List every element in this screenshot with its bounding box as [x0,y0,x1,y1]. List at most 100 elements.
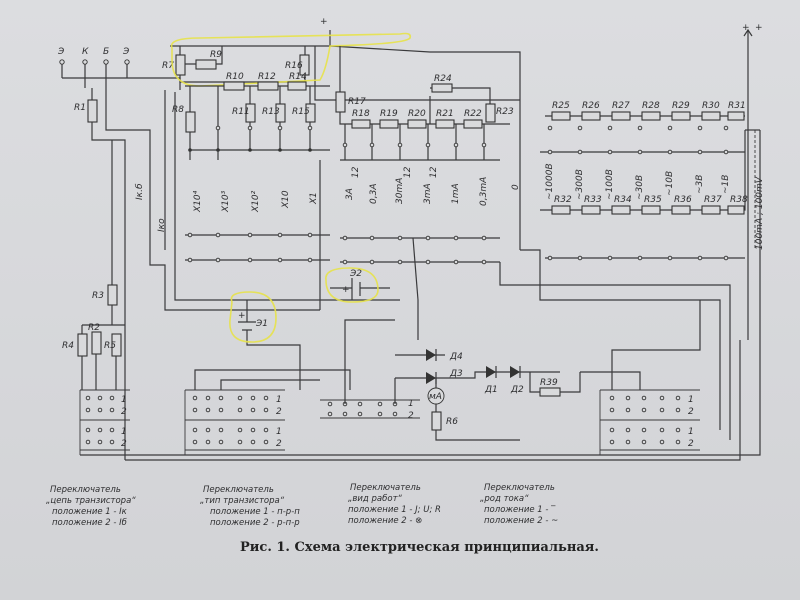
r3-label: R3 [92,291,104,301]
voltage-dividers: R25 R26 R27 R28 R29 R30 R31 ~1000В ~300В… [540,101,765,261]
switch-note-4: Переключатель „род тока“ положение 1 - ‾… [480,483,558,526]
r28-label: R28 [642,101,660,111]
svg-text:1: 1 [688,395,694,405]
shunt-chain: R10 R12 R14 R8 R11 R13 R15 [172,72,330,152]
svg-text:положение 1 - ‾: положение 1 - ‾ [484,505,556,515]
svg-text:1: 1 [276,395,282,405]
battery-e1-label: Э1 [255,319,268,329]
r39-label: R39 [540,378,558,388]
r34-label: R34 [614,195,632,205]
meter-section: Д4 Д3 мА R6 Д1 Д2 R39 [395,300,581,441]
switch-note-1: Переключатель „цепь транзистора“ положен… [46,485,136,528]
top-resistor-group: R7 R9 R16 [162,32,520,101]
r18-label: R18 [352,109,370,119]
range-100ma-100mv: 100mA ; 100mV [755,176,765,250]
figure-caption: Рис. 1. Схема электрическая принципиальн… [240,540,599,555]
r37-label: R37 [704,195,722,205]
range-3ma: 3mA [423,183,433,204]
svg-text:Переключатель: Переключатель [350,483,421,493]
range-1v: ~1В [721,175,731,194]
r27-label: R27 [612,101,630,111]
range-iko: Iко [157,218,167,232]
range-100v: ~100В [605,169,615,200]
svg-text:положение 2 - ~: положение 2 - ~ [484,516,558,526]
range-ikb: Iк.б [135,183,145,200]
r29-label: R29 [672,101,690,111]
r13-label: R13 [262,107,280,117]
svg-text:положение 2 - р-п-р: положение 2 - р-п-р [210,518,300,528]
svg-text:„вид работ“: „вид работ“ [348,494,403,504]
range-10v: ~10В [665,171,675,196]
current-shunts: R17 R18 R19 R20 R21 R22 R24 R23 12 12 12… [335,46,731,440]
range-03ma: 0,3mA [479,177,489,206]
r24-label: R24 [434,74,452,84]
r4-label: R4 [62,341,74,351]
range-x10-4: X10⁴ [193,190,203,213]
r5-label: R5 [104,341,116,351]
battery-e1: Э1 + [229,291,301,390]
svg-text:2: 2 [121,439,127,449]
svg-text:„цепь транзистора“: „цепь транзистора“ [46,496,136,506]
diode-d3-label: Д3 [449,369,463,379]
svg-text:положение 1 - Iк: положение 1 - Iк [52,507,128,517]
svg-text:+: + [238,311,246,321]
svg-text:Переключатель: Переключатель [50,485,121,495]
svg-text:+: + [755,23,763,33]
r17-label: R17 [348,97,366,107]
r8-label: R8 [172,105,184,115]
r7-label: R7 [162,61,174,71]
r16-label: R16 [285,61,303,71]
svg-text:положение 2 - ⊗: положение 2 - ⊗ [348,516,422,526]
r31-label: R31 [728,101,746,111]
svg-text:1: 1 [408,399,414,409]
top-right-terminal: + + [742,23,763,340]
range-x10-3: X10³ [221,190,231,213]
r10-label: R10 [226,72,244,82]
range-1000v: ~1000В [545,163,555,200]
r32-label: R32 [554,195,572,205]
r23-label: R23 [496,107,514,117]
range-30ma: 30mA [395,178,405,204]
svg-text:положение 1 - J; U; R: положение 1 - J; U; R [348,505,441,515]
svg-text:1: 1 [688,427,694,437]
terminal-label-k: К [82,47,89,57]
r30-label: R30 [702,101,720,111]
svg-text:2: 2 [276,439,282,449]
range-x10-2: X10² [251,190,261,213]
svg-text:1: 1 [276,427,282,437]
battery-e2-label: Э2 [349,269,362,279]
r14-label: R14 [289,72,307,82]
range-300v: ~300В [575,169,585,200]
r19-label: R19 [380,109,398,119]
terminal-label-b: Б [103,47,109,57]
r22-label: R22 [464,109,482,119]
top-terminal-label: + [742,23,750,33]
r38-label: R38 [730,195,748,205]
svg-text:2: 2 [688,407,694,417]
r9-label: R9 [210,50,222,60]
main-wiring: + R1 R3 R4 R2 R5 1 2 1 2 [62,17,761,461]
terminal-block: Э К Б Э [57,47,140,92]
range-03a: 0,3А [369,184,379,204]
svg-text:2: 2 [408,411,414,421]
svg-text:„тип транзистора“: „тип транзистора“ [200,496,285,506]
battery-e2: Э2 + [325,267,390,303]
r1-label: R1 [74,103,86,113]
r2-label: R2 [88,323,100,333]
terminal-label-e2: Э [122,47,130,57]
svg-text:+: + [320,17,328,27]
switch-note-2: Переключатель „тип транзистора“ положени… [200,485,300,528]
svg-text:Переключатель: Переключатель [203,485,274,495]
range-12-b: 12 [403,166,413,178]
range-zero: 0 [511,184,521,190]
svg-text:+: + [342,285,350,295]
r12-label: R12 [258,72,276,82]
range-30v: ~30В [635,175,645,200]
svg-text:положение 1 - п-р-п: положение 1 - п-р-п [210,507,300,517]
meter-label: мА [429,392,442,402]
ohm-range-switch: X10⁴ X10³ X10² X10 X1 [174,92,400,310]
range-3a: 3А [345,188,355,200]
range-12-a: 12 [351,166,361,178]
